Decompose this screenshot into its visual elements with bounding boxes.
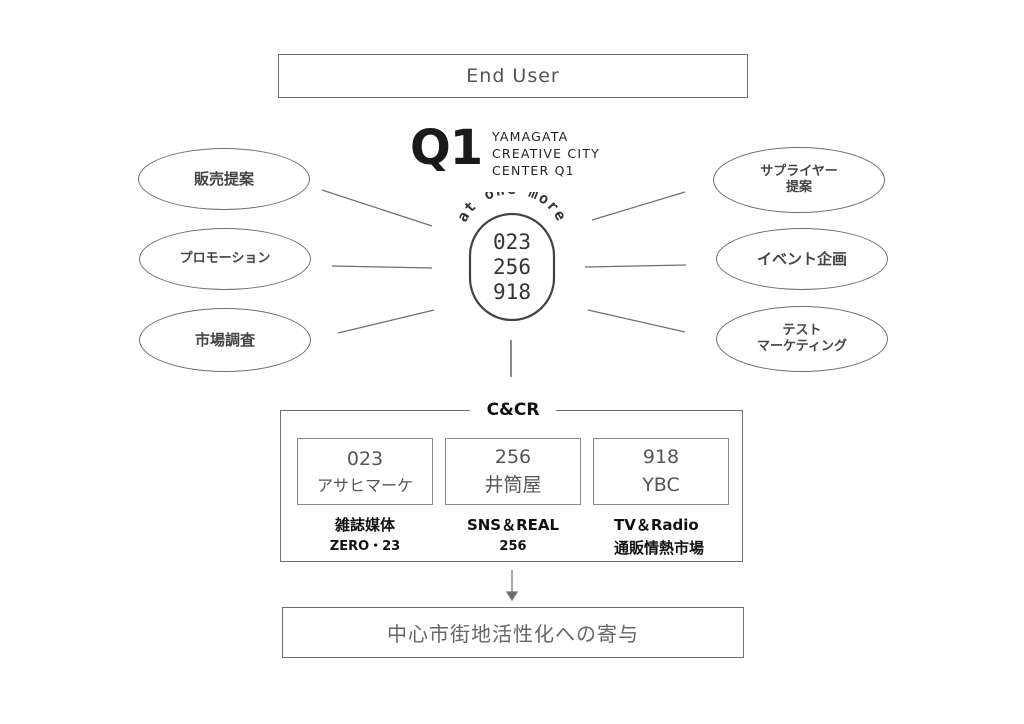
ellipse-label: 提案 bbox=[785, 180, 812, 195]
ellipse-label: 販売提案 bbox=[193, 169, 254, 188]
at-one-more-badge: at one more 023 256 918 bbox=[453, 192, 571, 322]
connector-line bbox=[321, 189, 433, 227]
ellipse-test-marketing: テスト マーケティング bbox=[716, 306, 888, 372]
member-caption-256: SNS＆REAL 256 bbox=[438, 514, 588, 556]
ellipse-market-research: 市場調査 bbox=[139, 308, 311, 372]
member-code: 918 bbox=[642, 445, 680, 468]
ellipse-label: イベント企画 bbox=[756, 249, 847, 268]
ccr-group-title: C&CR bbox=[470, 398, 556, 422]
connector-line bbox=[584, 264, 687, 268]
badge-arc-text: at one more bbox=[453, 192, 571, 225]
ellipse-label: 市場調査 bbox=[194, 330, 255, 349]
caption-line: ZERO・23 bbox=[329, 538, 401, 554]
ellipse-sales-proposal: 販売提案 bbox=[138, 148, 310, 210]
ellipse-label: サプライヤー bbox=[760, 163, 838, 179]
q1-logo-mark: Q1 bbox=[410, 120, 483, 176]
member-name: アサヒマーケ bbox=[316, 475, 413, 495]
caption-line: SNS＆REAL bbox=[466, 516, 560, 534]
ellipse-label: テスト bbox=[782, 322, 822, 338]
ellipse-supplier-proposal: サプライヤー 提案 bbox=[713, 147, 885, 213]
member-caption-918: TV＆Radio 通販情熱市場 bbox=[596, 514, 742, 559]
logo-line: CREATIVE CITY bbox=[492, 146, 600, 161]
ellipse-event-planning: イベント企画 bbox=[716, 228, 888, 290]
logo-line: YAMAGATA bbox=[492, 129, 569, 144]
member-name: YBC bbox=[642, 473, 680, 496]
badge-number: 918 bbox=[493, 280, 531, 304]
city-contribution-box: 中心市街地活性化への寄与 bbox=[282, 607, 744, 658]
end-user-box: End User bbox=[278, 54, 748, 98]
badge-number: 023 bbox=[493, 230, 531, 254]
ellipse-label: プロモーション bbox=[179, 250, 271, 266]
member-caption-023: 雑誌媒体 ZERO・23 bbox=[297, 514, 433, 556]
member-name: 井筒屋 bbox=[484, 473, 542, 496]
arrow-head bbox=[505, 591, 519, 602]
ellipse-promotion: プロモーション bbox=[139, 228, 311, 290]
city-contribution-label: 中心市街地活性化への寄与 bbox=[387, 622, 639, 646]
q1-logo: Q1 YAMAGATA CREATIVE CITY CENTER Q1 bbox=[410, 120, 630, 180]
q1-logo-text: YAMAGATA CREATIVE CITY CENTER Q1 bbox=[492, 128, 600, 179]
logo-line: CENTER Q1 bbox=[492, 163, 575, 178]
end-user-label: End User bbox=[466, 65, 560, 87]
member-box-256: 256 井筒屋 bbox=[445, 438, 581, 505]
member-code: 256 bbox=[494, 445, 532, 468]
member-box-023: 023 アサヒマーケ bbox=[297, 438, 433, 505]
caption-line: 256 bbox=[499, 538, 527, 554]
badge-frame bbox=[468, 212, 556, 322]
caption-line: 雑誌媒体 bbox=[334, 516, 395, 534]
caption-line: 通販情熱市場 bbox=[614, 538, 705, 557]
badge-number: 256 bbox=[493, 255, 531, 279]
caption-line: TV＆Radio bbox=[614, 516, 699, 534]
member-box-918: 918 YBC bbox=[593, 438, 729, 505]
connector-line bbox=[591, 191, 686, 221]
member-code: 023 bbox=[346, 448, 384, 471]
connector-line bbox=[587, 309, 686, 333]
connector-line bbox=[337, 309, 435, 334]
connector-line bbox=[331, 265, 433, 269]
ellipse-label: マーケティング bbox=[757, 339, 847, 354]
